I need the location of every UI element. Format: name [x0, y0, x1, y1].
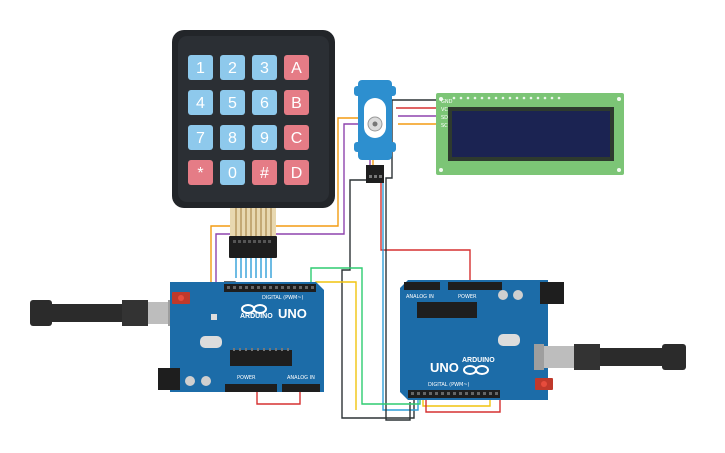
left-capacitor-1: [185, 376, 195, 386]
key-2-0[interactable]: [188, 125, 213, 150]
right-digital-label: DIGITAL (PWM~): [428, 382, 470, 388]
key-3-2[interactable]: [252, 160, 277, 185]
keypad-ribbon-wires: [235, 258, 272, 278]
key-label: #: [260, 165, 269, 182]
key-label: 6: [260, 95, 269, 112]
left-power-label: POWER: [237, 375, 256, 381]
wire-right-bottom-3: [425, 392, 501, 413]
left-power-jack: [158, 368, 180, 390]
key-label: 0: [228, 165, 237, 182]
right-power-header: [448, 282, 502, 290]
key-1-1[interactable]: [220, 90, 245, 115]
key-1-2[interactable]: [252, 90, 277, 115]
right-analog-label: ANALOG IN: [406, 294, 434, 300]
servo-connector: [366, 165, 384, 183]
left-crystal: [200, 336, 222, 348]
left-usb-cable: [30, 300, 178, 326]
key-2-1[interactable]: [220, 125, 245, 150]
right-atmega-chip: [417, 302, 477, 318]
key-0-1[interactable]: [220, 55, 245, 80]
right-model: UNO: [430, 360, 459, 375]
lcd-pin-scl: SCL: [441, 123, 451, 129]
key-3-3[interactable]: [284, 160, 309, 185]
lcd-display: GND VCC SDA SCL: [436, 93, 624, 175]
key-0-0[interactable]: [188, 55, 213, 80]
left-power-header: [225, 384, 277, 392]
key-label: 7: [196, 130, 205, 147]
left-analog-header: [282, 384, 320, 392]
key-3-0[interactable]: [188, 160, 213, 185]
arduino-left[interactable]: DIGITAL (PWM~) ARDUINO UNO POWER ANALOG …: [158, 282, 324, 392]
right-usb-cable: [534, 344, 686, 370]
arduino-right[interactable]: ANALOG IN POWER ARDUINO UNO DIGITAL (PWM…: [400, 280, 564, 400]
key-1-0[interactable]: [188, 90, 213, 115]
wire-red-power: [256, 392, 301, 405]
right-power-jack: [540, 282, 564, 304]
wire-servo-red: [380, 168, 471, 285]
key-label: 3: [260, 60, 269, 77]
key-label: D: [291, 165, 303, 182]
keypad-ribbon: [230, 208, 276, 236]
key-label: A: [291, 60, 302, 77]
key-0-3[interactable]: [284, 55, 309, 80]
right-analog-header: [404, 282, 440, 290]
key-2-3[interactable]: [284, 125, 309, 150]
lcd-pin-gnd: GND: [441, 99, 453, 105]
servo-motor[interactable]: [354, 80, 396, 183]
keypad-ribbon-strips: [235, 208, 272, 236]
right-crystal: [498, 334, 520, 346]
key-label: 5: [228, 95, 237, 112]
key-label: 8: [228, 130, 237, 147]
key-0-2[interactable]: [252, 55, 277, 80]
left-brand: ARDUINO: [240, 313, 273, 320]
key-label: 2: [228, 60, 237, 77]
key-label: B: [291, 95, 302, 112]
left-atmega-chip: [230, 350, 292, 366]
key-3-1[interactable]: [220, 160, 245, 185]
keypad-keys: 1 2 3 A 4 5 6 B 7 8 9 C * 0 # D: [188, 55, 309, 185]
left-digital-label: DIGITAL (PWM~): [262, 295, 304, 301]
left-infinity-logo: [241, 304, 267, 314]
keypad-connector: [229, 236, 277, 258]
wire-green-link: [310, 267, 421, 405]
key-label: 1: [196, 60, 205, 77]
left-capacitor-2: [201, 376, 211, 386]
key-1-3[interactable]: [284, 90, 309, 115]
right-brand: ARDUINO: [462, 357, 495, 364]
wire-servo-blue: [382, 168, 419, 411]
keypad[interactable]: 1 2 3 A 4 5 6 B 7 8 9 C * 0 # D: [172, 30, 335, 258]
right-infinity-logo: [463, 365, 489, 375]
key-label: 9: [260, 130, 269, 147]
left-analog-label: ANALOG IN: [287, 375, 315, 381]
key-2-2[interactable]: [252, 125, 277, 150]
lcd-pin-sda: SDA: [441, 115, 452, 121]
left-model: UNO: [278, 306, 307, 321]
key-label: 4: [196, 95, 205, 112]
key-label: *: [197, 165, 203, 182]
lcd-pin-vcc: VCC: [441, 107, 452, 113]
key-label: C: [291, 130, 303, 147]
lcd-screen: [452, 111, 610, 157]
right-power-label: POWER: [458, 294, 477, 300]
